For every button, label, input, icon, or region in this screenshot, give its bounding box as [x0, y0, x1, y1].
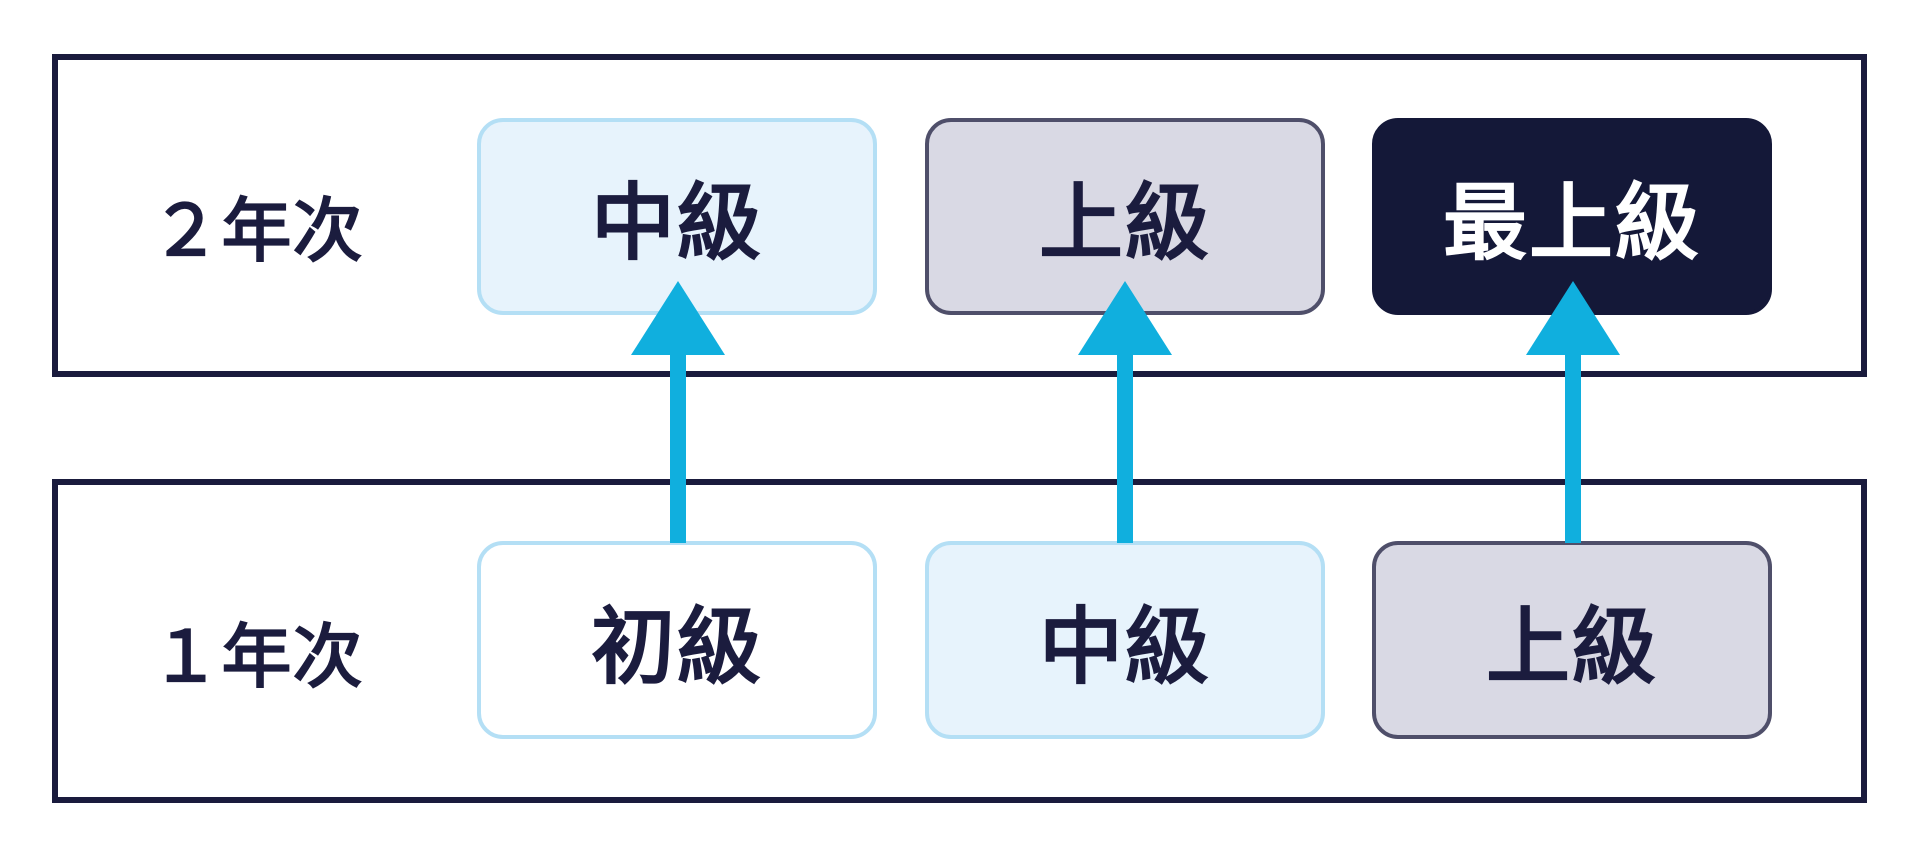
up-arrow-icon	[1075, 281, 1175, 543]
level-box-year1-beginner: 初級	[477, 541, 877, 739]
level-box-year2-advanced: 上級	[925, 118, 1325, 315]
level-box-year1-advanced: 上級	[1372, 541, 1772, 739]
level-box-year1-intermediate: 中級	[925, 541, 1325, 739]
level-box-year2-top: 最上級	[1372, 118, 1772, 315]
year1-label: １年次	[150, 618, 364, 696]
up-arrow-icon	[628, 281, 728, 543]
up-arrow-icon	[1523, 281, 1623, 543]
year2-label: ２年次	[150, 192, 364, 270]
